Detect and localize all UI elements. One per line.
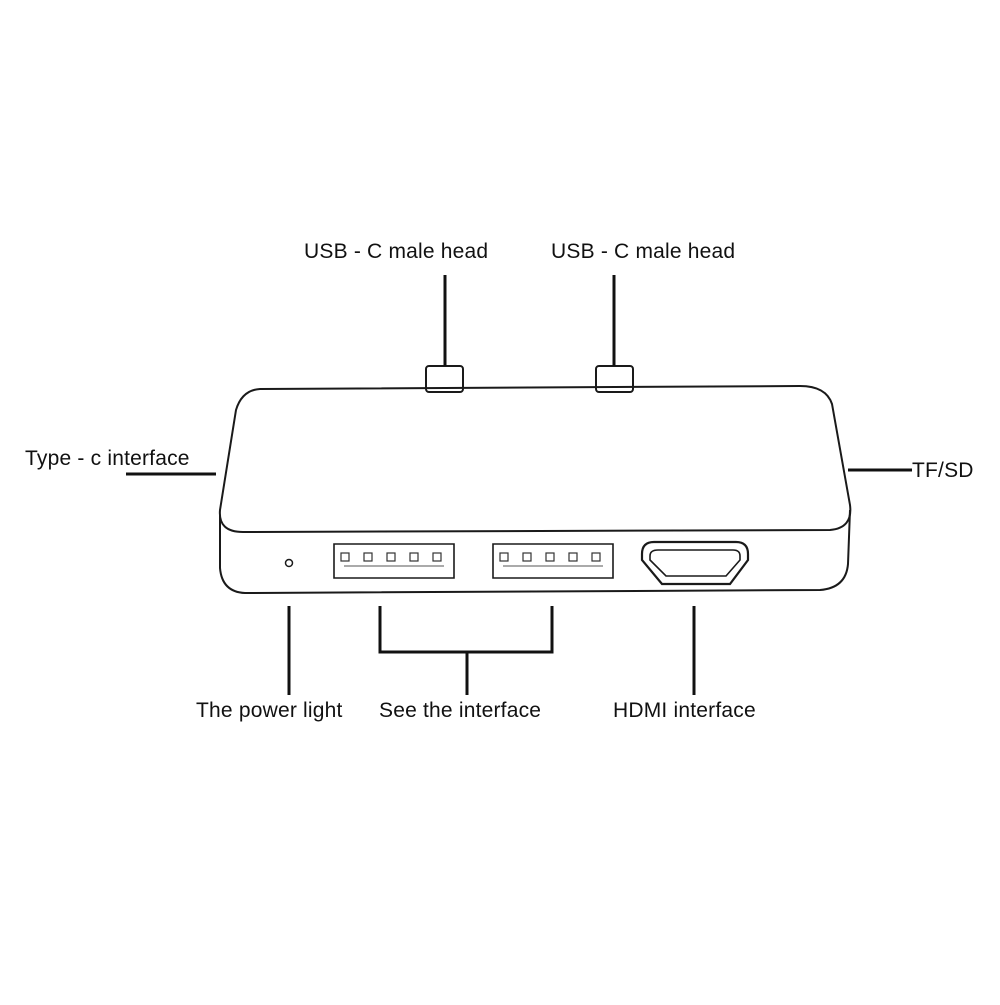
label-type-c-interface: Type - c interface bbox=[25, 447, 190, 470]
label-tf-sd: TF/SD bbox=[912, 459, 974, 482]
hub-front-face bbox=[219, 509, 851, 595]
usb-port-1-pins bbox=[340, 552, 442, 562]
usb-port-2 bbox=[492, 543, 614, 579]
hub-top-surface bbox=[218, 384, 852, 534]
usb-port-2-pins bbox=[499, 552, 601, 562]
label-power-light: The power light bbox=[196, 699, 343, 722]
hdmi-port bbox=[640, 540, 750, 586]
label-usb-c-male-head-left: USB - C male head bbox=[304, 240, 489, 263]
leader-see-interface bbox=[378, 606, 554, 654]
label-hdmi-interface: HDMI interface bbox=[613, 699, 756, 722]
hdmi-port-inner bbox=[649, 549, 741, 577]
label-usb-c-male-head-right: USB - C male head bbox=[551, 240, 736, 263]
label-see-the-interface: See the interface bbox=[379, 699, 542, 722]
power-light bbox=[284, 558, 294, 568]
usb-port-1 bbox=[333, 543, 455, 579]
